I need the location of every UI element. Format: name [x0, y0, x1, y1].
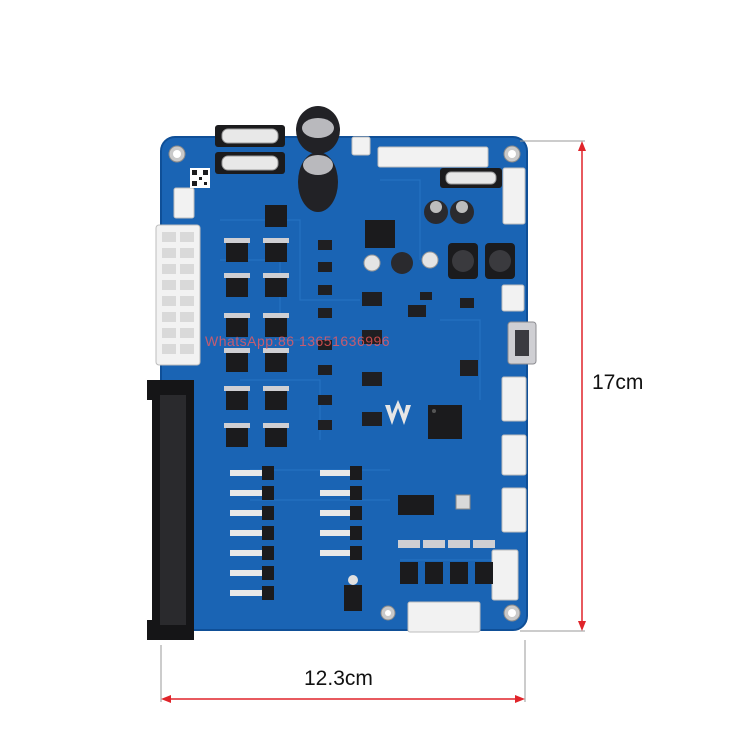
mounting-holes [168, 145, 521, 622]
main-power-connector [155, 224, 201, 366]
push-button [344, 575, 362, 611]
usb-port [507, 321, 537, 365]
tactile-switch [455, 494, 471, 510]
voltage-regulator [365, 220, 395, 248]
watermark-text: WhatsApp:86 13651636996 [205, 333, 391, 349]
width-label: 12.3cm [304, 667, 373, 690]
mosfet-array [224, 205, 289, 447]
board-logo [385, 400, 411, 425]
smd-components [318, 240, 478, 430]
height-dimension [520, 140, 586, 632]
microcontroller-chip [428, 405, 462, 439]
width-dimension [160, 640, 526, 703]
height-label: 17cm [592, 371, 644, 394]
bottom-mosfets [398, 540, 495, 584]
component-rows [230, 466, 362, 600]
fuse-holders [215, 125, 502, 188]
qr-label [190, 168, 210, 188]
small-connectors [173, 136, 527, 633]
electrolytic-capacitors [296, 106, 474, 274]
driver-ic [398, 495, 434, 515]
ribbon-header [147, 380, 194, 640]
power-inductors [448, 243, 515, 279]
